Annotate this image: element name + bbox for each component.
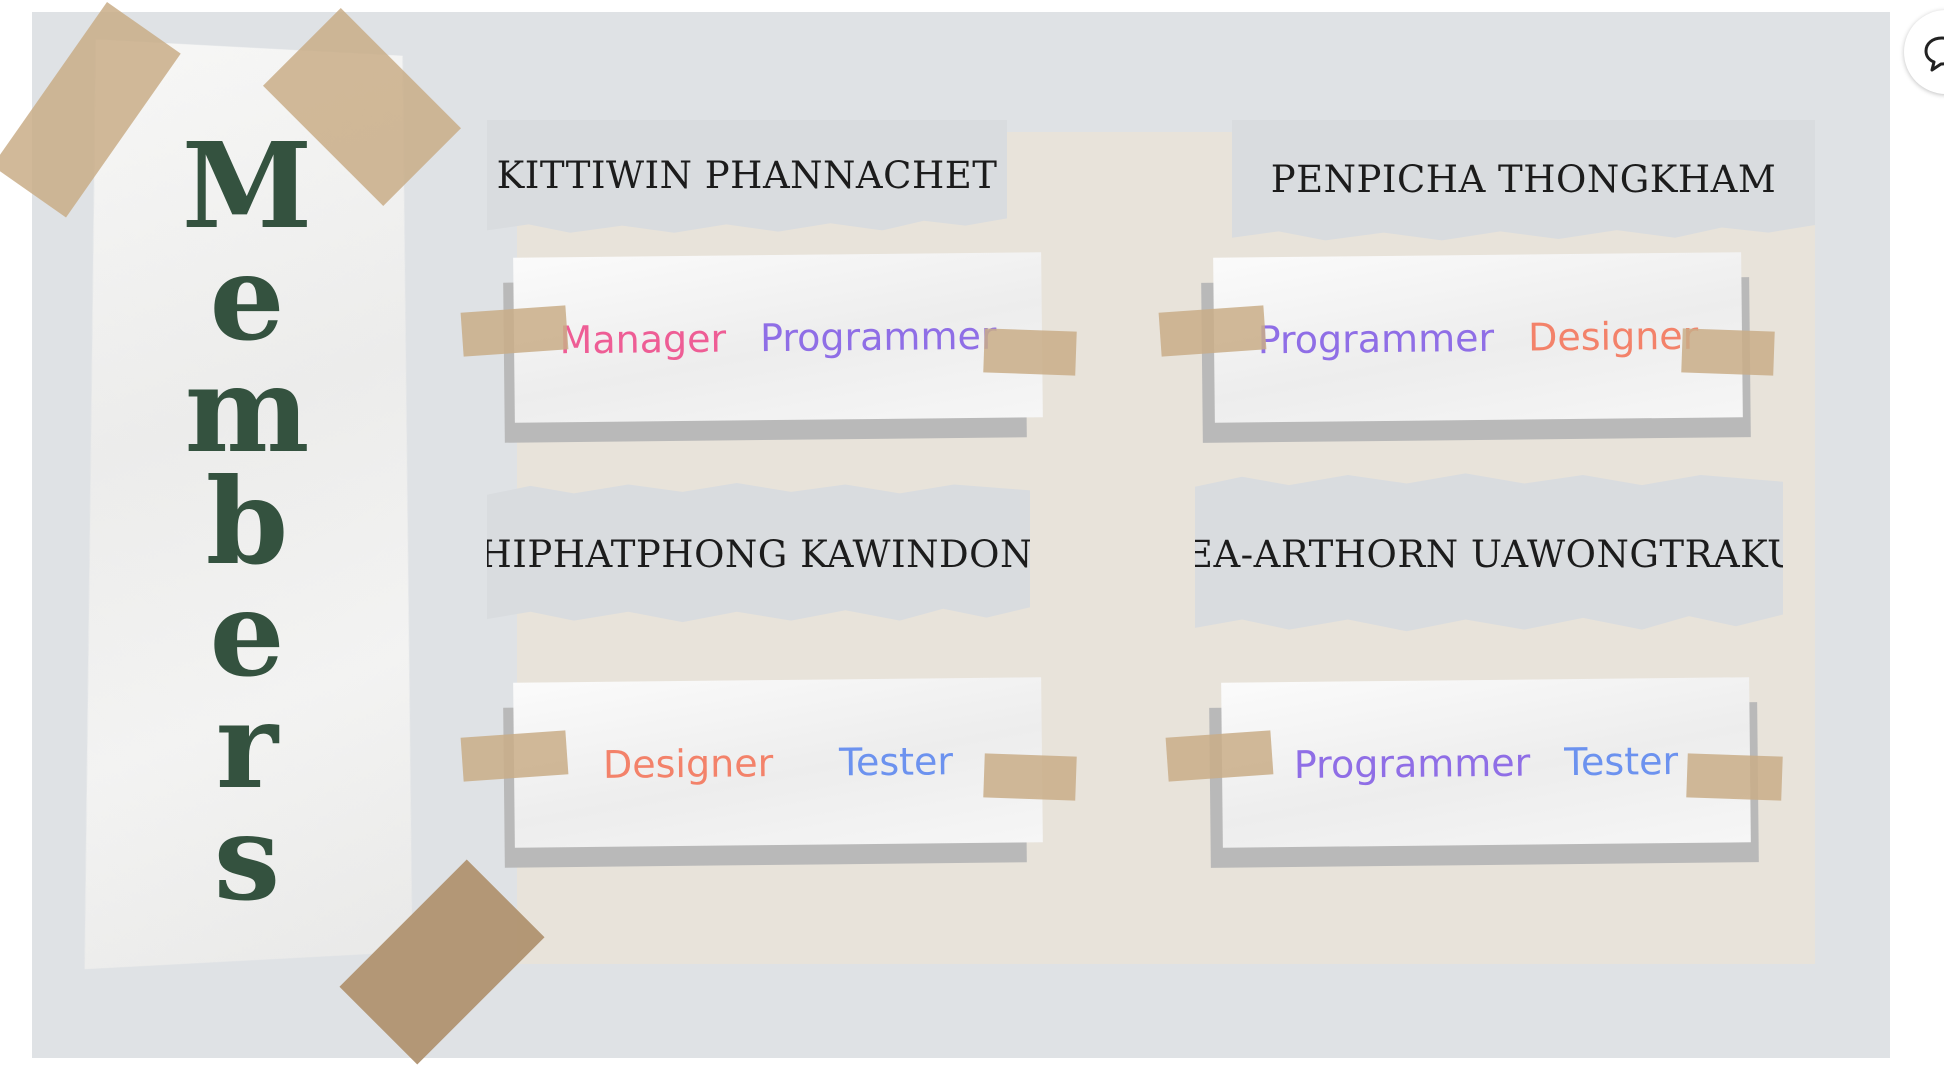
tape-card-right bbox=[1681, 328, 1774, 375]
tape-card-left bbox=[1159, 305, 1267, 356]
tape-card-right bbox=[983, 328, 1076, 375]
member-name: PENPICHA THONGKHAM bbox=[1271, 158, 1777, 201]
role-label: Designer bbox=[603, 741, 774, 787]
title-letter: b bbox=[206, 466, 289, 578]
role-label: Programmer bbox=[760, 313, 997, 359]
title-letter: M bbox=[182, 130, 313, 242]
tape-card-left bbox=[461, 730, 569, 781]
tape-card-left bbox=[1166, 730, 1274, 781]
role-card: Manager Programmer bbox=[513, 252, 1043, 423]
title-letter: e bbox=[209, 578, 284, 690]
role-label: Programmer bbox=[1258, 315, 1495, 361]
tape-card-left bbox=[461, 305, 569, 356]
member-name-strip: PHIPHATPHONG KAWINDONG bbox=[487, 480, 1030, 628]
role-card: Programmer Designer bbox=[1213, 252, 1743, 423]
member-name: UEA-ARTHORN UAWONGTRAKUL bbox=[1154, 533, 1824, 576]
role-card: Designer Tester bbox=[513, 677, 1043, 848]
role-label: Designer bbox=[1528, 313, 1699, 359]
title-letter: s bbox=[214, 802, 280, 914]
member-name-strip: UEA-ARTHORN UAWONGTRAKUL bbox=[1195, 470, 1783, 638]
role-label: Manager bbox=[559, 316, 726, 362]
chat-button[interactable] bbox=[1904, 10, 1944, 94]
title-letter: e bbox=[209, 242, 284, 354]
role-card: Programmer Tester bbox=[1221, 677, 1751, 848]
members-title: M e m b e r s bbox=[182, 130, 312, 914]
role-label: Tester bbox=[1564, 738, 1678, 783]
chat-bubble-icon bbox=[1922, 34, 1944, 74]
title-letter: m bbox=[185, 354, 310, 466]
tape-card-right bbox=[983, 753, 1076, 800]
role-label: Tester bbox=[839, 739, 953, 784]
slide-canvas: M e m b e r s KITTIWIN PHANNACHET Manage… bbox=[32, 12, 1890, 1058]
title-letter: r bbox=[216, 690, 278, 802]
member-name: KITTIWIN PHANNACHET bbox=[497, 154, 998, 197]
tape-card-right bbox=[1686, 753, 1782, 800]
role-label: Programmer bbox=[1294, 740, 1531, 786]
member-name: PHIPHATPHONG KAWINDONG bbox=[454, 533, 1063, 576]
